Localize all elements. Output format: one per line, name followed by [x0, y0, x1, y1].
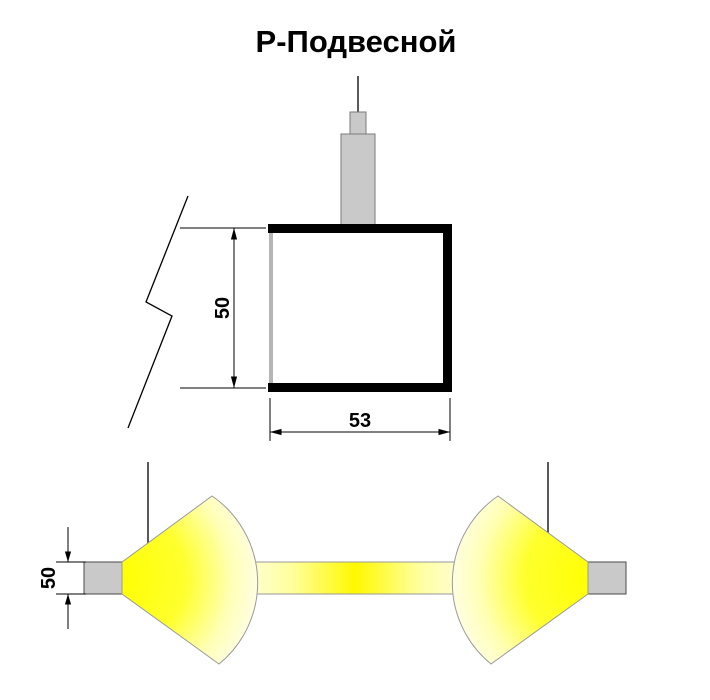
profile-top-wall: [268, 224, 452, 233]
cable-connector: [349, 111, 367, 137]
width-dimension-label: 53: [349, 410, 371, 432]
bottom-dim-arrow-top: [64, 551, 72, 562]
end-cap-right: [587, 561, 627, 595]
drawing-title: Р-Подвесной: [256, 24, 457, 59]
height-dimension-label: 50: [212, 297, 234, 319]
bottom-height-dimension-label: 50: [38, 567, 60, 589]
height-dim-arrow-top: [230, 228, 238, 240]
width-dim-arrow-right: [438, 428, 450, 436]
end-cap-left: [83, 561, 123, 595]
profile-bottom-wall: [268, 383, 452, 392]
height-dim-arrow-bottom: [230, 376, 238, 388]
luminous-profile-bar: [224, 561, 486, 595]
width-dimension: 53: [269, 398, 451, 441]
top-view-cross-section: 50 53: [127, 76, 452, 441]
bottom-height-dimension: 50: [38, 527, 86, 629]
suspension-mount-body: [340, 133, 376, 226]
bottom-view-light-distribution: 50: [38, 462, 627, 665]
light-cone-right: [451, 495, 589, 665]
light-cone-left: [121, 495, 259, 665]
profile-right-wall: [443, 224, 452, 392]
break-zigzag-line: [127, 195, 189, 429]
bottom-dim-arrow-bottom: [64, 594, 72, 605]
width-dim-arrow-left: [270, 428, 282, 436]
profile-left-diffuser: [269, 230, 273, 386]
height-dimension: 50: [180, 227, 266, 389]
